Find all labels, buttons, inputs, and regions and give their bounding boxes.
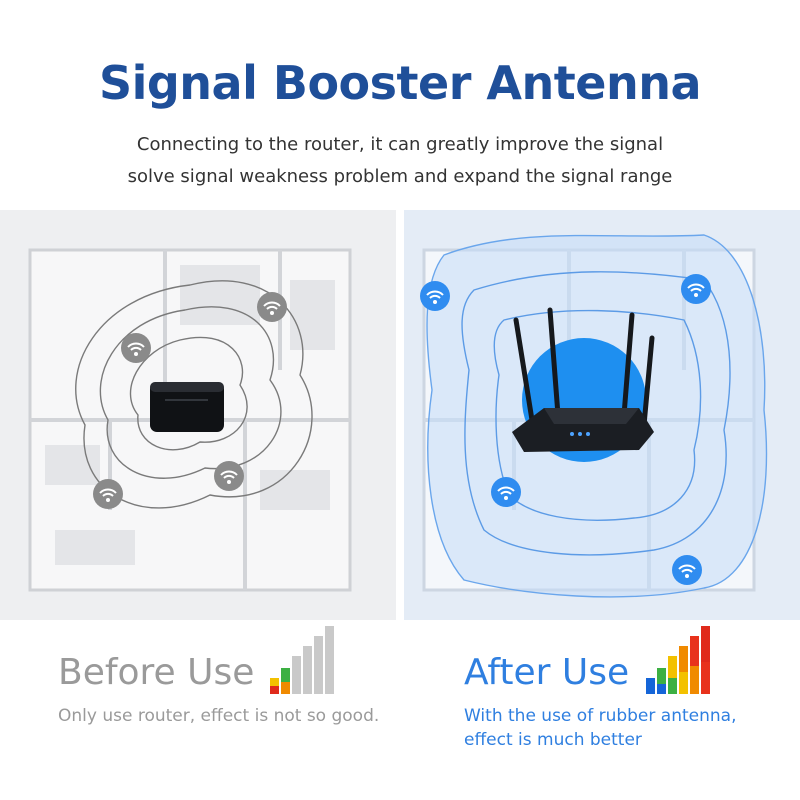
subtitle-line-1: Connecting to the router, it can greatly… — [136, 134, 664, 155]
after-use-description-line-2: effect is much better — [464, 730, 642, 750]
after-use-title: After Use — [464, 652, 630, 693]
after-use-description: With the use of rubber antenna, effect i… — [464, 704, 736, 752]
after-floorplan-illustration — [420, 234, 768, 598]
wifi-icon — [214, 461, 244, 491]
before-use-title: Before Use — [58, 652, 255, 693]
wifi-icon — [681, 274, 711, 304]
signal-bars-before — [270, 626, 334, 694]
after-use-description-line-1: With the use of rubber antenna, — [464, 706, 737, 726]
router-with-antennas — [512, 307, 655, 452]
wifi-icon — [420, 281, 450, 311]
wifi-icon — [491, 477, 521, 507]
signal-bars-icon — [646, 626, 710, 694]
before-use-description: Only use router, effect is not so good. — [58, 706, 380, 726]
after-floorplan-panel — [404, 210, 800, 620]
wifi-icon — [121, 333, 151, 363]
subtitle-line-2: solve signal weakness problem and expand… — [127, 166, 673, 187]
wifi-icon — [257, 292, 287, 322]
before-floorplan-illustration — [28, 248, 352, 592]
wifi-icon — [93, 479, 123, 509]
wifi-icon — [672, 555, 702, 585]
signal-bars-after — [646, 626, 710, 694]
page-title: Signal Booster Antenna — [98, 56, 702, 110]
before-floorplan-panel — [0, 210, 396, 620]
router-small — [150, 382, 224, 432]
signal-bars-icon — [270, 626, 334, 694]
